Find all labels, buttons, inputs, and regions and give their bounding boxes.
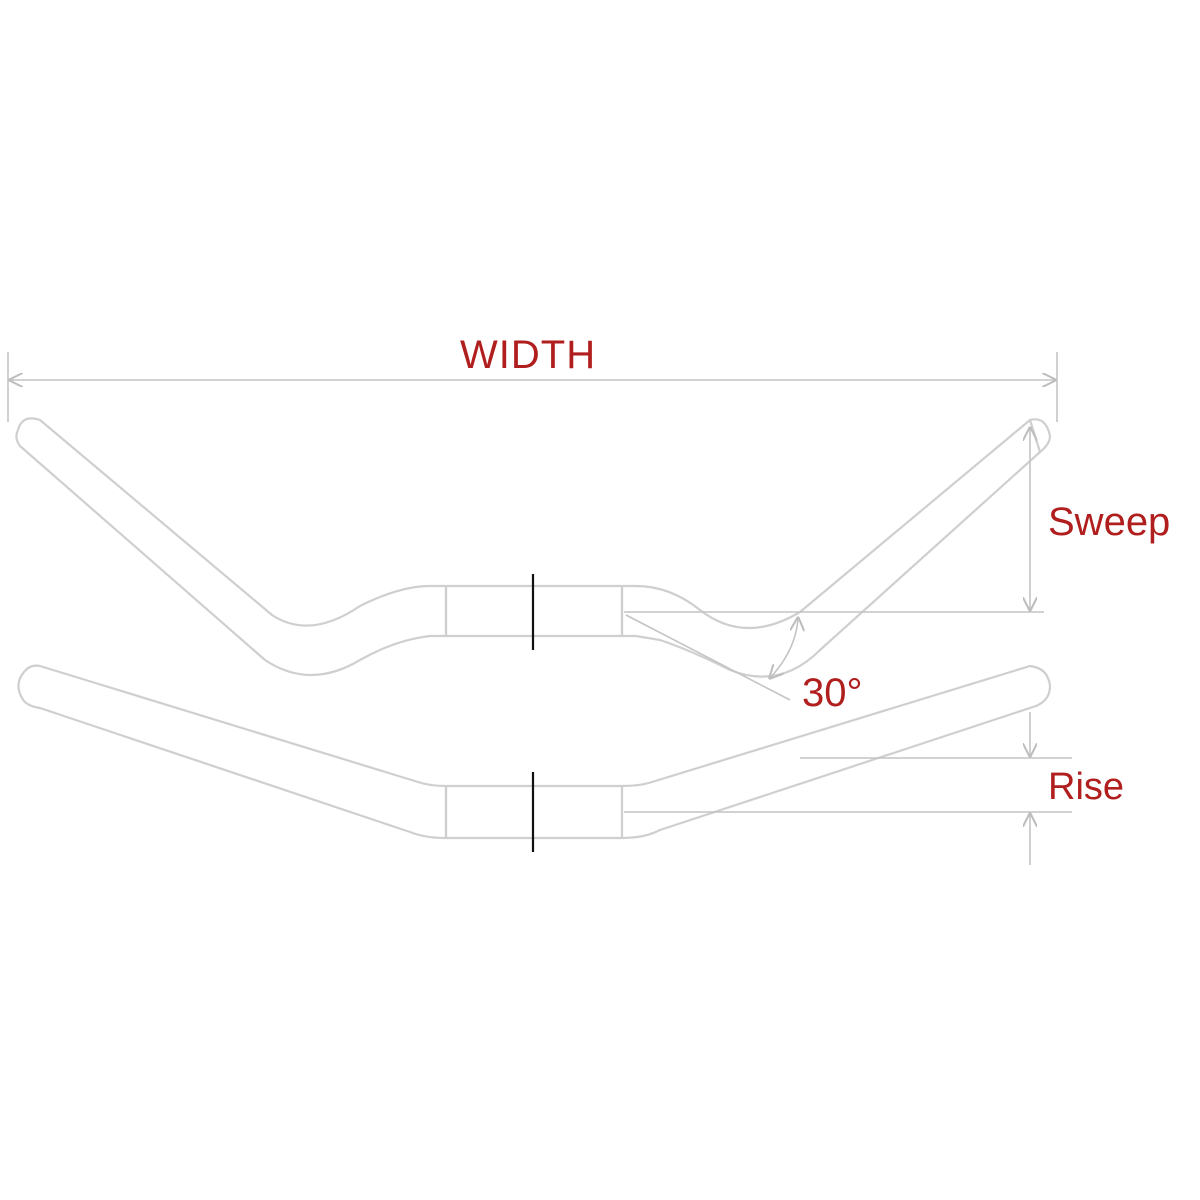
width-label: WIDTH (460, 333, 597, 377)
front-bar-left-arm-outline (17, 664, 448, 840)
angle-arc (770, 618, 798, 678)
top-bar-right-arm-seam (1028, 418, 1042, 454)
width-dimension (7, 352, 1058, 422)
front-bar-right-arm-outline (620, 664, 1052, 840)
angle-dimension (625, 614, 798, 701)
front-view-handlebar (17, 664, 1052, 852)
rise-label: Rise (1048, 766, 1125, 808)
top-bar-left-arm-outline (15, 417, 448, 676)
angle-label: 30° (802, 671, 863, 715)
sweep-label: Sweep (1048, 500, 1171, 544)
top-bar-right-arm-outline (620, 418, 1052, 678)
rise-dimension (624, 712, 1072, 865)
sweep-dimension (624, 428, 1044, 613)
angle-reference-line (625, 614, 791, 701)
top-view-handlebar (15, 417, 1052, 678)
